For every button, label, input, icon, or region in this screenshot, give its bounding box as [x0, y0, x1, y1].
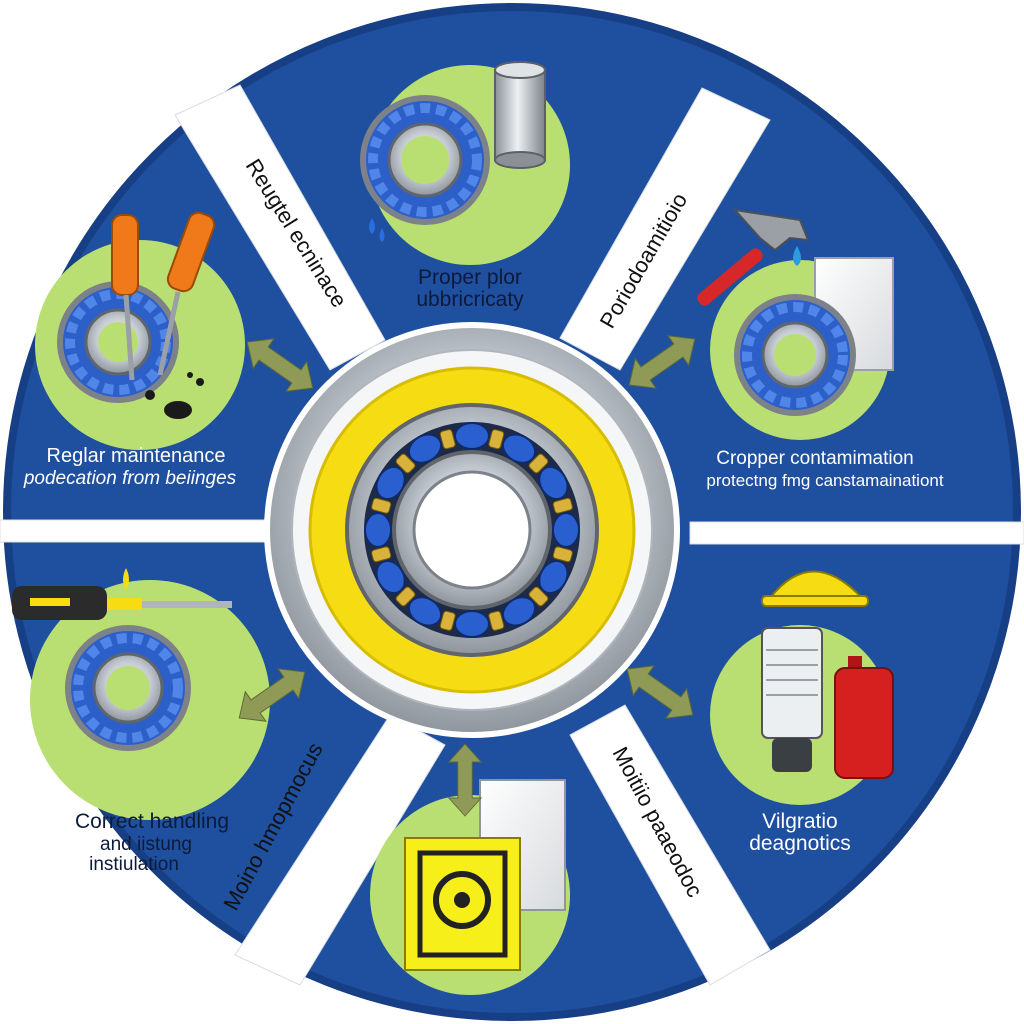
- oil-can-icon: [494, 61, 546, 169]
- bearing-ball: [552, 512, 580, 548]
- bearing-cage-roller: [552, 497, 573, 514]
- bearing-cage-roller: [371, 497, 392, 514]
- segment-upper-right-label-line-1: Cropper contamimation: [716, 448, 913, 469]
- wheel-inner-tint: [3, 3, 1021, 1021]
- segment-lower-left-label-line-2: and iistung: [100, 834, 192, 855]
- bearing-icon: [65, 625, 191, 751]
- debris-icon: [145, 372, 204, 419]
- bearing-cage-roller: [488, 429, 505, 450]
- segment-lower-right: Vilgratio deagnotics: [710, 570, 894, 855]
- divider-upper-left: [174, 84, 386, 371]
- bearing-icon: [734, 294, 856, 416]
- bearing-ball: [364, 512, 392, 548]
- segment-upper-right: Cropper contamimation protectng fmg cans…: [697, 208, 944, 490]
- screwdriver-pair-icon: [111, 211, 216, 381]
- divider-upper-right: [559, 87, 771, 371]
- hub-bearing-bore: [412, 470, 532, 590]
- bearing-cage-roller: [528, 453, 549, 474]
- bearing-ball: [407, 596, 443, 627]
- bearing-ball: [538, 559, 569, 595]
- bearing-ball: [538, 465, 569, 501]
- ball-bearing-icon: [364, 422, 580, 638]
- segment-upper-left: Reglar maintenance podecation from beiin…: [23, 211, 245, 489]
- water-drop-icon: [793, 246, 801, 266]
- segment-top-label-line-2: ubbricricaty: [416, 288, 524, 311]
- bearing-cage-roller: [439, 610, 456, 631]
- segment-lower-right-label-line-1: Vilgratio: [762, 810, 838, 833]
- divider-left: [0, 519, 301, 543]
- bearing-cage-roller: [395, 586, 416, 607]
- bearing-ball: [501, 596, 537, 627]
- bearing-ball: [501, 433, 537, 464]
- hard-hat-icon: [761, 570, 869, 607]
- sensor-device-icon: [761, 627, 823, 772]
- segment-upper-left-label-line-1: Reglar maintenance: [47, 445, 226, 467]
- segment-lower-left-label-line-1: Correct handling: [75, 810, 229, 833]
- bearing-cage-roller: [488, 610, 505, 631]
- bearing-ball: [375, 465, 406, 501]
- oil-bottle-icon: [834, 656, 894, 779]
- segment-lower-right-label-line-2: deagnotics: [749, 832, 851, 855]
- dividers: [0, 84, 1024, 986]
- segment-upper-left-label-line-2: podecation from beiinges: [23, 468, 237, 489]
- bearing-ball: [375, 559, 406, 595]
- bearing-icon: [360, 95, 490, 225]
- bearing-cage-roller: [371, 546, 392, 563]
- hub: [264, 322, 680, 738]
- segment-upper-right-label-line-2: protectng fmg canstamainationt: [706, 471, 943, 490]
- segment-top-label-line-1: Proper plor: [418, 266, 522, 289]
- divider-lower-right: [569, 704, 771, 986]
- hammer-icon: [697, 208, 810, 306]
- divider-lower-left: [234, 714, 446, 986]
- bearing-cage-roller: [528, 586, 549, 607]
- bearing-ball: [407, 433, 443, 464]
- bearing-cage-roller: [552, 546, 573, 563]
- segment-lower-left: Correct handling and iistung instiulatio…: [12, 568, 270, 875]
- bearing-ball: [454, 422, 490, 450]
- segment-top: Proper plor ubbricricaty: [360, 61, 570, 311]
- bearing-cage-roller: [395, 453, 416, 474]
- segment-lower-left-label-line-3: instiulation: [89, 854, 179, 875]
- bearing-cage-roller: [439, 429, 456, 450]
- oil-drip-icon: [369, 218, 385, 242]
- bearing-icon: [57, 281, 179, 403]
- divider-right: [689, 521, 1024, 545]
- screwdriver-icon: [12, 568, 232, 620]
- bearing-ball: [454, 610, 490, 638]
- biohazard-sign-icon: [404, 837, 521, 971]
- segment-bottom: [370, 779, 570, 995]
